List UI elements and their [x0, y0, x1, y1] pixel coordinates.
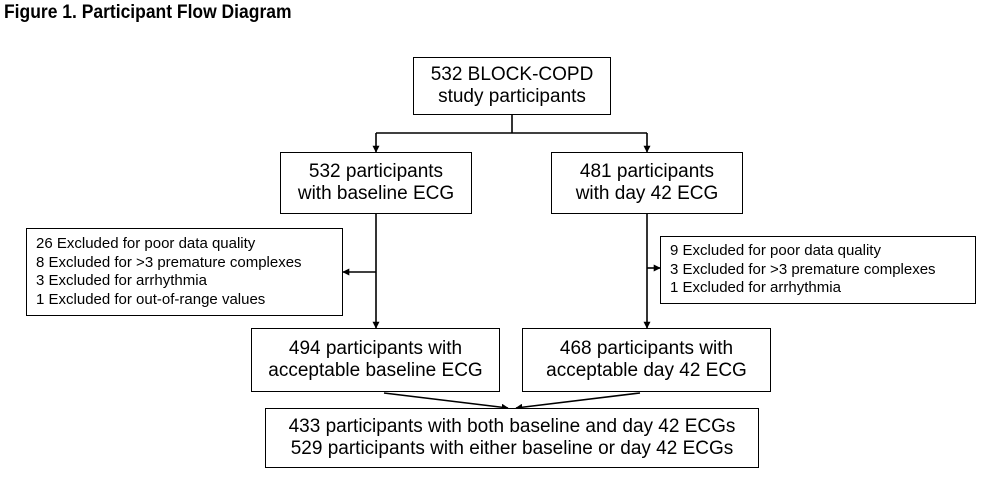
box-text-line: acceptable day 42 ECG: [546, 360, 747, 381]
day42-acceptable-box: 468 participants with acceptable day 42 …: [522, 328, 771, 392]
exclusion-line: 3 Excluded for >3 premature complexes: [670, 260, 936, 278]
day42-ecg-box: 481 participants with day 42 ECG: [551, 152, 743, 214]
box-text-line: 433 participants with both baseline and …: [288, 416, 736, 437]
box-text-line: 532 BLOCK-COPD: [430, 64, 594, 85]
exclusion-line: 1 Excluded for arrhythmia: [670, 279, 841, 297]
box-text-line: 529 participants with either baseline or…: [290, 438, 734, 459]
baseline-ecg-box: 532 participants with baseline ECG: [280, 152, 472, 214]
baseline-excluded-box: 26 Excluded for poor data quality 8 Excl…: [26, 228, 343, 316]
merge-line-left: [383, 392, 509, 411]
day42-excluded-box: 9 Excluded for poor data quality 3 Exclu…: [660, 236, 976, 304]
box-text-line: study participants: [438, 86, 586, 107]
exclusion-line: 8 Excluded for >3 premature complexes: [36, 253, 302, 271]
box-text-line: with baseline ECG: [297, 183, 455, 204]
exclusion-line: 26 Excluded for poor data quality: [36, 235, 256, 252]
final-summary-box: 433 participants with both baseline and …: [265, 408, 759, 468]
merge-line-right: [515, 392, 641, 411]
study-participants-box: 532 BLOCK-COPD study participants: [413, 57, 611, 115]
exclusion-line: 9 Excluded for poor data quality: [670, 242, 881, 260]
box-text-line: 532 participants: [308, 161, 444, 182]
baseline-acceptable-box: 494 participants with acceptable baselin…: [251, 328, 500, 392]
figure-title: Figure 1. Participant Flow Diagram: [4, 2, 292, 23]
box-text-line: 481 participants: [579, 161, 715, 182]
exclusion-line: 3 Excluded for arrhythmia: [36, 272, 207, 289]
exclusion-line: 1 Excluded for out-of-range values: [36, 290, 266, 308]
box-text-line: 468 participants with: [559, 338, 734, 359]
box-text-line: with day 42 ECG: [575, 183, 719, 204]
box-text-line: acceptable baseline ECG: [268, 360, 483, 381]
box-text-line: 494 participants with: [288, 338, 463, 359]
